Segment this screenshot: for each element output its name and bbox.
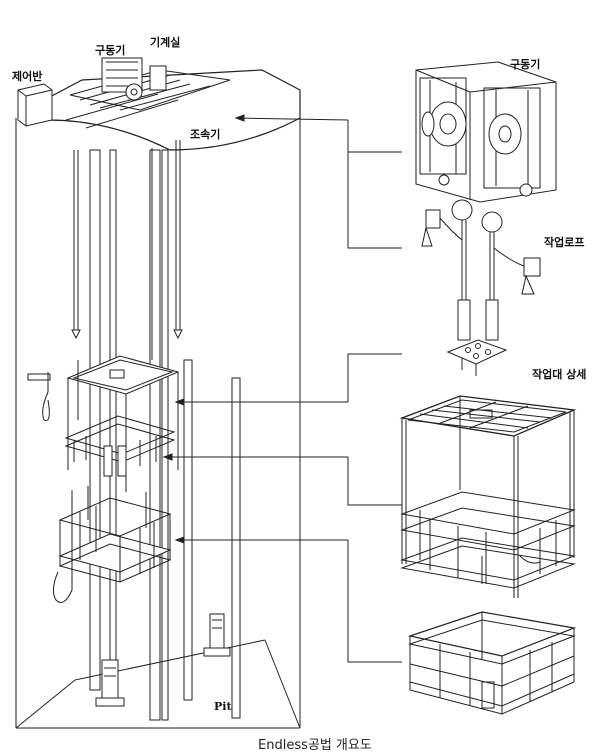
label-speed-governor: 조속기 [190,128,221,141]
label-drive-detail: 구동기 [510,58,541,71]
drive-machine-detail [415,61,557,203]
label-drive-top: 구동기 [95,44,126,57]
label-control-panel: 제어반 [12,70,43,83]
drive-machine-top [65,57,231,129]
label-machine-room: 기계실 [150,36,181,49]
work-rope-detail [421,199,541,376]
label-work-platform-detail: 작업대 상세 [532,368,587,381]
shaft-work-platform-lower [58,486,172,583]
label-work-rope: 작업로프 [544,236,585,249]
shaft-work-platform-upper [64,355,180,492]
pit-buffers [95,613,231,707]
hoistway-shaft [15,69,301,729]
hanging-cable [27,360,79,603]
work-platform-cage-detail [399,395,577,598]
hoist-ropes [71,140,183,360]
label-pit: Pit [214,700,232,713]
leader-lines [162,114,402,663]
control-panel [17,83,53,127]
work-platform-lower-frame-detail [407,611,577,715]
diagram-caption: Endless공법 개요도 [258,738,372,753]
